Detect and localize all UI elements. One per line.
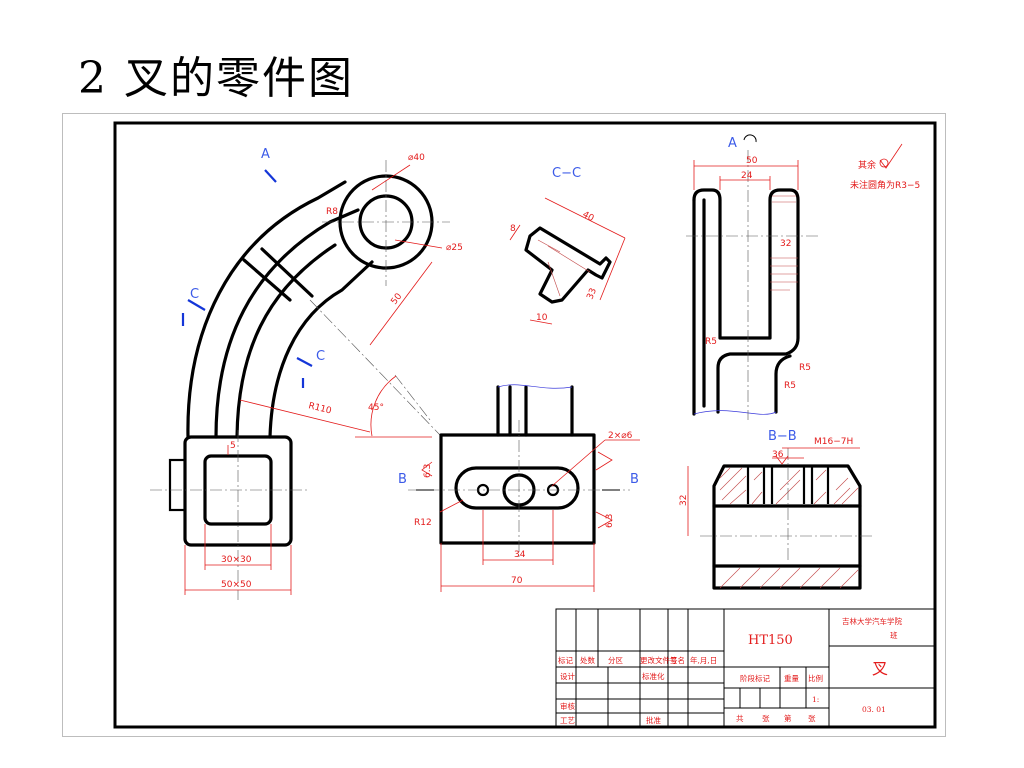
b-dim-70: 70	[511, 576, 523, 586]
dim-d40: ⌀40	[408, 153, 425, 163]
a-dim-r5-1: R5	[705, 337, 717, 347]
cc-title: C−C	[552, 166, 581, 181]
row-weight: 重量	[784, 674, 799, 683]
b-label-right: B	[630, 472, 639, 487]
bb-dim-36: 36	[772, 450, 784, 460]
drawing-frame	[62, 113, 946, 737]
a-dim-50: 50	[746, 156, 758, 166]
dim-5: 5	[230, 441, 236, 451]
row-process: 工艺	[560, 716, 575, 725]
dim-50x50: 50×50	[221, 580, 252, 590]
cc-dim-33: 33	[586, 287, 600, 301]
dim-45deg: 45°	[368, 403, 384, 413]
cc-section-view: C−C 40 8 33 10	[509, 166, 626, 325]
a-dim-r5-3: R5	[784, 381, 796, 391]
header-zone: 分区	[608, 656, 623, 665]
row-sheets: 张	[762, 714, 770, 723]
bb-dim-m16: M16−7H	[814, 437, 853, 447]
dim-30x30: 30×30	[221, 555, 252, 565]
row-design: 设计	[560, 671, 575, 681]
section-label-c-left: C	[190, 287, 199, 302]
bb-section-view: B−B M16−7H 36 32	[679, 429, 872, 590]
row-stage: 阶段标记	[740, 673, 770, 683]
a-view-title: A	[728, 136, 737, 151]
cc-dim-10: 10	[536, 313, 548, 323]
row-standard: 标准化	[642, 671, 665, 681]
scale-value: 1:	[812, 695, 819, 704]
b-dim-34: 34	[514, 550, 526, 560]
cc-dim-40: 40	[581, 210, 596, 224]
header-change: 更改文件号	[640, 655, 678, 665]
row-approve: 批准	[646, 715, 661, 725]
header-count: 处数	[580, 655, 595, 665]
dim-r8: R8	[326, 207, 338, 217]
header-sign: 签名	[670, 655, 685, 665]
main-view: ⌀40 ⌀25 R8 50 R110 45° 5 30×30 50×50 A C…	[150, 147, 463, 600]
slide-title: 2 叉的零件图	[78, 53, 354, 104]
cc-dim-8: 8	[510, 224, 516, 234]
note-roughness: 其余	[858, 159, 876, 171]
dim-r110: R110	[307, 401, 332, 416]
drawing-border	[113, 121, 937, 729]
material-text: HT150	[748, 633, 793, 648]
row-total: 共	[736, 714, 744, 723]
bottom-view: B B 2×⌀6 6.3 6.3 R12 34 70	[398, 384, 640, 592]
title-block: HT150 吉林大学汽车学院 班 叉 03. 01 标记 处数 分区 更改文件号…	[555, 608, 936, 728]
school-line2: 班	[890, 630, 898, 640]
b-dim-63-right: 6.3	[605, 514, 615, 528]
section-label-c-right: C	[316, 349, 325, 364]
b-dim-r12: R12	[414, 518, 432, 528]
row-review: 审核	[560, 701, 575, 711]
section-label-a: A	[261, 147, 270, 162]
drawing-number: 03. 01	[862, 705, 886, 714]
a-dim-32: 32	[780, 239, 791, 249]
header-date: 年,月,日	[690, 655, 717, 665]
dim-d25: ⌀25	[446, 243, 463, 253]
header-mark: 标记	[558, 655, 573, 665]
b-label-left: B	[398, 472, 407, 487]
b-dim-63-left: 6.3	[423, 464, 433, 478]
dim-50-diagonal: 50	[389, 291, 404, 306]
a-dim-24: 24	[741, 171, 753, 181]
b-dim-2xd6: 2×⌀6	[608, 431, 633, 441]
note-fillet: 未注圆角为R3−5	[850, 179, 920, 191]
bb-dim-32: 32	[679, 495, 689, 506]
a-dim-r5-2: R5	[799, 363, 811, 373]
row-number: 第	[784, 713, 792, 723]
school-line1: 吉林大学汽车学院	[842, 616, 902, 626]
row-scale: 比例	[808, 673, 823, 683]
bb-title: B−B	[768, 429, 797, 444]
part-name: 叉	[872, 659, 888, 678]
a-view: A 50 24 32 R5 R5 R5 其余 未注圆角为R3−5	[686, 134, 920, 420]
row-sheet: 张	[808, 714, 816, 723]
